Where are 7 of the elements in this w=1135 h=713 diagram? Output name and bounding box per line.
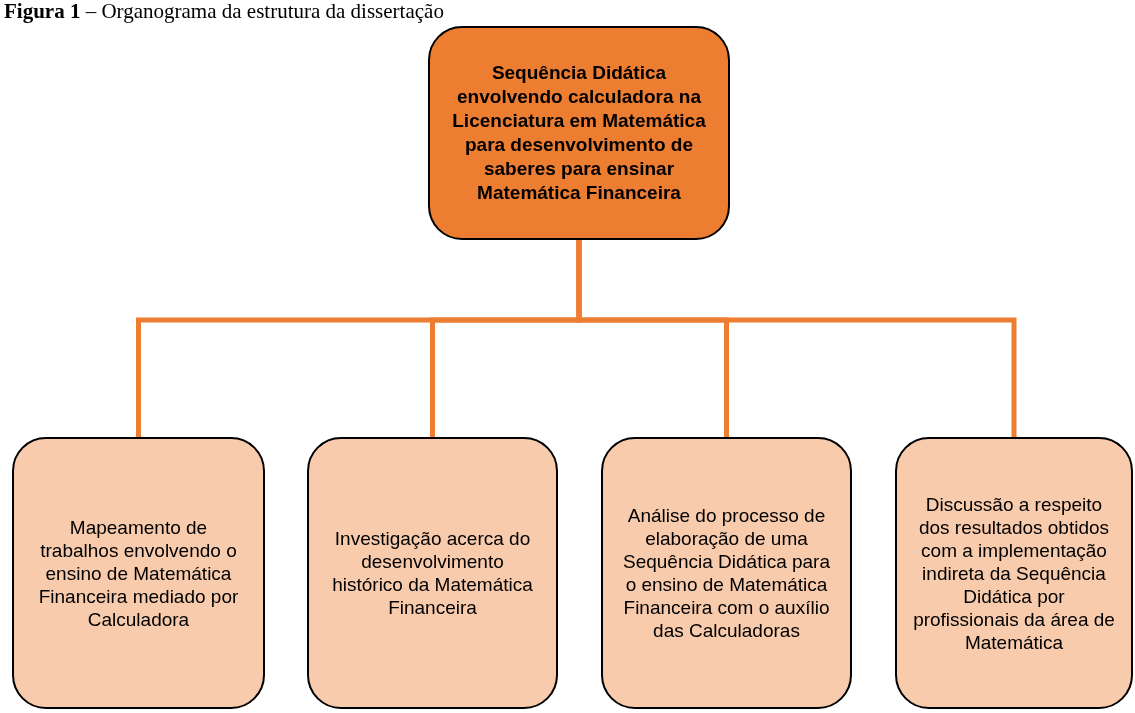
topic-box: Análise do processo de elaboração de uma Sequência Didática para o ensino de Matemática Financeira com o auxílio das Calculadoras <box>601 437 852 709</box>
root-box: Sequência Didática envolvendo calculadora na Licenciatura em Matemática para desenvolvimento de saberes para ensinar Matemática Financeira <box>428 26 730 240</box>
connector-line <box>576 240 1017 437</box>
figure-title: Figura 1 – Organograma da estrutura da dissertação <box>4 0 444 23</box>
topic-box: Investigação acerca do desenvolvimento histórico da Matemática Financeira <box>307 437 558 709</box>
topic-box: Discussão a respeito dos resultados obtidos com a implementação indireta da Sequência Didática por profissionais da área de Matemática <box>895 437 1133 709</box>
topic-box: Mapeamento de trabalhos envolvendo o ensino de Matemática Financeira mediado por Calculadora <box>12 437 265 709</box>
